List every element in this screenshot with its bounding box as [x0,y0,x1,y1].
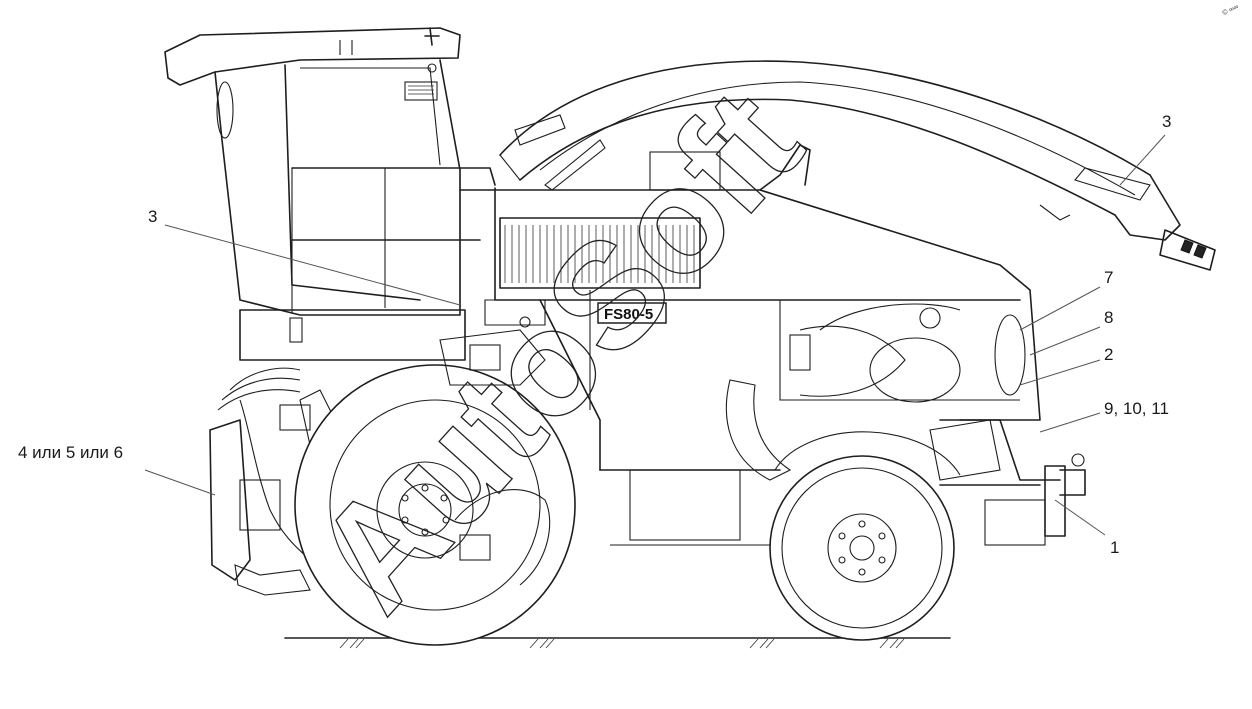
leader-lines [144,134,1166,536]
callout-2: 2 [1104,345,1113,364]
front-wheel [294,364,576,646]
callout-labels: 3 3 7 8 2 9, 10, 11 1 4 или 5 или 6 [18,112,1171,557]
rear-wheel [769,431,961,641]
hydraulic-block [439,299,601,421]
callout-1: 1 [1110,538,1119,557]
callout-7: 7 [1104,268,1113,287]
callout-9-10-11: 9, 10, 11 [1104,399,1169,418]
cab [164,27,496,361]
callout-3-left: 3 [148,207,157,226]
discharge-spout [499,60,1216,271]
model-badge: FS80-5 [597,302,667,324]
callout-4-5-6: 4 или 5 или 6 [18,443,123,462]
machine-body [459,144,1086,546]
model-badge-text: FS80-5 [604,306,653,323]
seat-assembly [725,379,1001,481]
corner-mark: © ∞∞ [1221,3,1240,17]
callout-3-spout: 3 [1162,112,1171,131]
callout-8: 8 [1104,308,1113,327]
